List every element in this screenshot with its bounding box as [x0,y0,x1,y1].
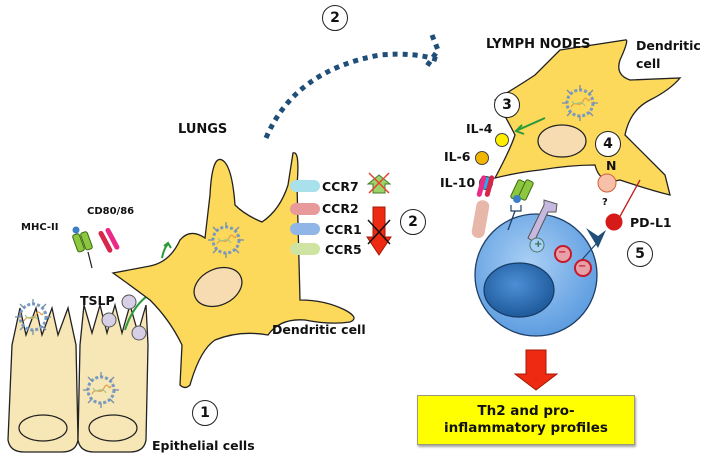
dendritic-cell-label-ln-2: cell [636,56,661,71]
epithelial-nucleus-right [88,414,138,442]
minus-signal [554,245,572,263]
pd-l2-ligand [597,173,617,193]
outcome-box: Th2 and pro- inflammatory profiles [417,395,635,445]
question-mark-label: ? [602,197,608,208]
tslp-dot [131,325,147,341]
step-5-badge: 5 [627,241,653,267]
ccr-receptors [290,180,320,255]
dendritic-nucleus-ln [537,124,587,158]
step-1-badge: 1 [192,400,218,426]
virus-icon [560,83,600,123]
il4-dot [495,133,509,147]
ccr5-label: CCR5 [325,242,362,257]
virus-icon [13,297,53,337]
minus-signal [574,259,592,277]
pd-l1-label: PD-L1 [630,215,672,230]
minus-sign: − [558,247,567,258]
pd-l1-ligand [605,213,623,231]
cd80-86-receptor [98,227,172,259]
il10-label: IL-10 [440,175,476,190]
ccr1-receptor [290,223,320,235]
step-4-badge: 4 [595,131,621,157]
virus-icon [206,220,246,260]
ccr7-label: CCR7 [322,179,359,194]
ccr7-up-arrow-crossed-icon [366,172,392,194]
mhc-ii-label: MHC-II [21,222,59,233]
il6-dot [475,151,489,165]
region-label-lymph-nodes: LYMPH NODES [486,37,591,52]
region-label-lungs: LUNGS [178,122,228,137]
immune-synapse [471,173,641,277]
green-arrow-icon [517,117,546,131]
dendritic-cell-label-lungs: Dendritic cell [272,322,366,337]
tslp-label: TSLP [80,293,115,308]
epithelial-cells-label: Epithelial cells [152,438,255,453]
ctla4-receptor [527,199,558,243]
cd28-receptor [471,200,490,238]
step-2-badge-ccr: 2 [400,209,426,235]
tslp-dot [101,312,117,328]
epithelial-nucleus-left [18,414,68,442]
epithelial-cells [7,297,149,453]
outcome-down-arrow-icon [513,349,559,391]
dendritic-nucleus-lungs [193,266,243,308]
epithelial-cell-left [7,305,79,453]
plus-sign: + [534,239,543,250]
ccr-down-arrow-crossed-icon [366,206,392,256]
mhc-ii-receptor [72,226,93,269]
pd1-receptor [586,228,606,248]
ccr2-label: CCR2 [322,201,359,216]
ccr5-receptor [290,243,320,255]
il6-label: IL-6 [444,149,471,164]
plus-signal [529,237,545,253]
step-3-badge: 3 [494,92,520,118]
cd80-86-label: CD80/86 [87,206,135,217]
minus-sign: − [578,261,587,272]
migration-path-arrow [263,51,439,139]
il4-label: IL-4 [466,121,493,136]
ccr7-receptor [290,180,320,192]
virus-icon [81,370,121,410]
outcome-line-1: Th2 and pro- [477,403,575,420]
dendritic-cell-lymph-nodes [493,39,682,196]
ccr2-receptor [290,203,320,215]
step-2-badge-top: 2 [322,5,348,31]
ccr1-label: CCR1 [325,222,362,237]
t-cell-nucleus [483,262,555,318]
tslp-dot [121,294,137,310]
outcome-line-2: inflammatory profiles [444,420,608,436]
n-label: N [606,158,617,173]
dendritic-cell-label-ln-1: Dendritic [636,38,701,53]
